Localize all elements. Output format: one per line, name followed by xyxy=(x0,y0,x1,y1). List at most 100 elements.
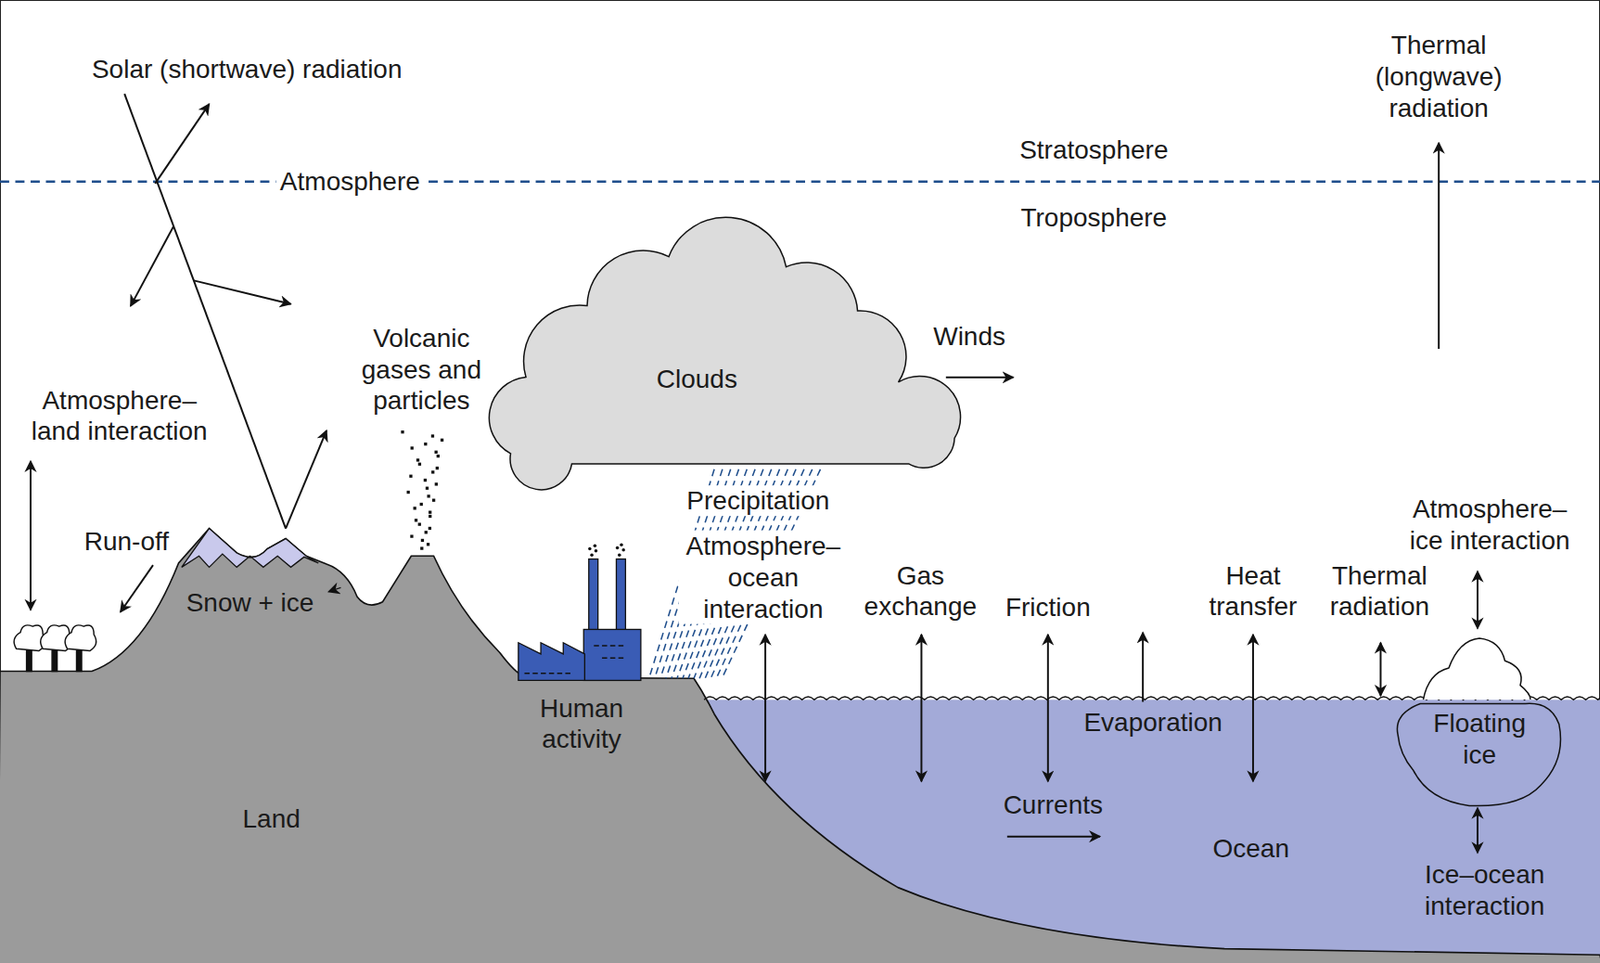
label-text: Atmosphere– ocean interaction xyxy=(678,530,848,625)
longwave-arrow xyxy=(1437,142,1440,349)
volcanic-particle xyxy=(426,494,430,498)
label-text: Human activity xyxy=(526,692,637,756)
cloud-shape xyxy=(488,217,960,491)
label-text: Gas exchange xyxy=(856,560,985,623)
factory-shed xyxy=(518,642,586,681)
label-text: Ice–ocean interaction xyxy=(1411,858,1559,922)
region-name: Clouds xyxy=(656,363,738,396)
small-arrow xyxy=(328,587,341,591)
volcanic-particle xyxy=(436,454,440,458)
volcanic-particle xyxy=(425,486,429,490)
region-node: Land xyxy=(236,797,306,841)
factory xyxy=(518,559,641,681)
scattered-ray xyxy=(193,280,292,304)
volcanic-particle xyxy=(431,470,435,474)
double-arrow xyxy=(920,634,922,781)
smoke-dot xyxy=(588,547,592,551)
label-text: Currents xyxy=(999,789,1107,821)
label-text: Thermal (longwave) radiation xyxy=(1368,29,1511,124)
process-arrows xyxy=(30,142,1478,853)
volcanic-particle xyxy=(426,542,430,546)
iceberg-body xyxy=(1397,704,1562,807)
volcanic-particle xyxy=(423,442,427,446)
trees xyxy=(13,625,97,672)
region-name: Ocean xyxy=(1213,832,1291,865)
region-node: Clouds xyxy=(485,239,960,469)
volcanic-particle xyxy=(418,462,422,466)
volcanic-particle xyxy=(423,478,427,482)
land-mass xyxy=(0,528,1600,963)
reflected-ray xyxy=(154,103,209,184)
region-name: Floating ice xyxy=(1428,708,1531,771)
volcanic-particle xyxy=(435,466,439,470)
volcanic-particle xyxy=(420,502,423,506)
label-text: Atmosphere xyxy=(276,166,424,198)
region-node: Ocean xyxy=(1207,827,1296,871)
volcanic-particle xyxy=(407,490,410,494)
solar-rays xyxy=(124,93,327,528)
label-text: Solar (shortwave) radiation xyxy=(88,53,407,86)
tree-crown xyxy=(64,625,97,652)
snow-ice-cap xyxy=(181,528,319,568)
smoke-dot xyxy=(617,552,622,557)
double-arrow xyxy=(1379,642,1382,696)
label-text: Run-off xyxy=(80,525,173,558)
tree-trunk xyxy=(76,651,83,672)
volcanic-particle xyxy=(421,538,424,542)
smoke-dot xyxy=(594,549,599,553)
atmosphere-boundary xyxy=(0,180,1600,183)
double-arrow xyxy=(764,634,767,781)
label-text: Precipitation xyxy=(682,485,833,517)
evaporation-arrow xyxy=(1141,632,1144,703)
scattered-ray xyxy=(130,226,174,307)
label-text: Atmosphere– land interaction xyxy=(23,384,217,448)
volcanic-particle xyxy=(410,446,414,449)
volcanic-particle xyxy=(432,499,436,502)
label-text: Evaporation xyxy=(1079,706,1226,739)
tree-trunk xyxy=(51,651,58,672)
volcanic-particle xyxy=(416,458,420,461)
smokestack xyxy=(588,559,599,631)
double-arrow xyxy=(1476,807,1479,853)
double-arrow xyxy=(1252,634,1255,781)
tree-crown xyxy=(13,625,46,652)
volcanic-particle xyxy=(413,506,417,510)
reflected-ray xyxy=(285,430,327,529)
smokestack xyxy=(615,559,626,631)
repeated-strokes xyxy=(400,430,1600,700)
label-text: Troposphere xyxy=(1016,203,1171,235)
double-arrow xyxy=(1476,571,1479,629)
label-text: Volcanic gases and particles xyxy=(352,322,490,417)
volcanic-particle xyxy=(418,522,422,525)
volcanic-particle xyxy=(409,474,412,478)
label-text: Atmosphere– ice interaction xyxy=(1400,494,1580,557)
node-shape xyxy=(485,239,960,469)
volcanic-particle xyxy=(428,514,432,518)
label-text: Heat transfer xyxy=(1193,560,1313,623)
label-text: Thermal radiation xyxy=(1319,560,1439,623)
volcanic-particle xyxy=(428,526,432,530)
volcanic-particle xyxy=(420,546,423,550)
region-node: Floating ice xyxy=(1387,627,1570,816)
smoke-dot xyxy=(593,544,598,549)
current-arrow xyxy=(1007,835,1101,838)
volcanic-particle xyxy=(414,518,418,522)
region-name: Land xyxy=(242,803,300,835)
smoke-dot xyxy=(619,542,624,547)
tree-trunk xyxy=(26,651,33,672)
volcanic-particle xyxy=(409,534,413,538)
double-arrow xyxy=(29,460,32,611)
volcanic-particle xyxy=(424,530,428,534)
volcanic-particle xyxy=(435,482,438,486)
smoke-dot xyxy=(589,552,594,557)
factory-building xyxy=(583,628,641,680)
solar-ray xyxy=(124,93,286,528)
volcanic-particle xyxy=(431,434,435,437)
volcanic-particle xyxy=(440,438,444,442)
volcanic-particle xyxy=(428,511,432,514)
label-text: Winds xyxy=(929,320,1010,353)
smoke-dot xyxy=(621,548,626,552)
